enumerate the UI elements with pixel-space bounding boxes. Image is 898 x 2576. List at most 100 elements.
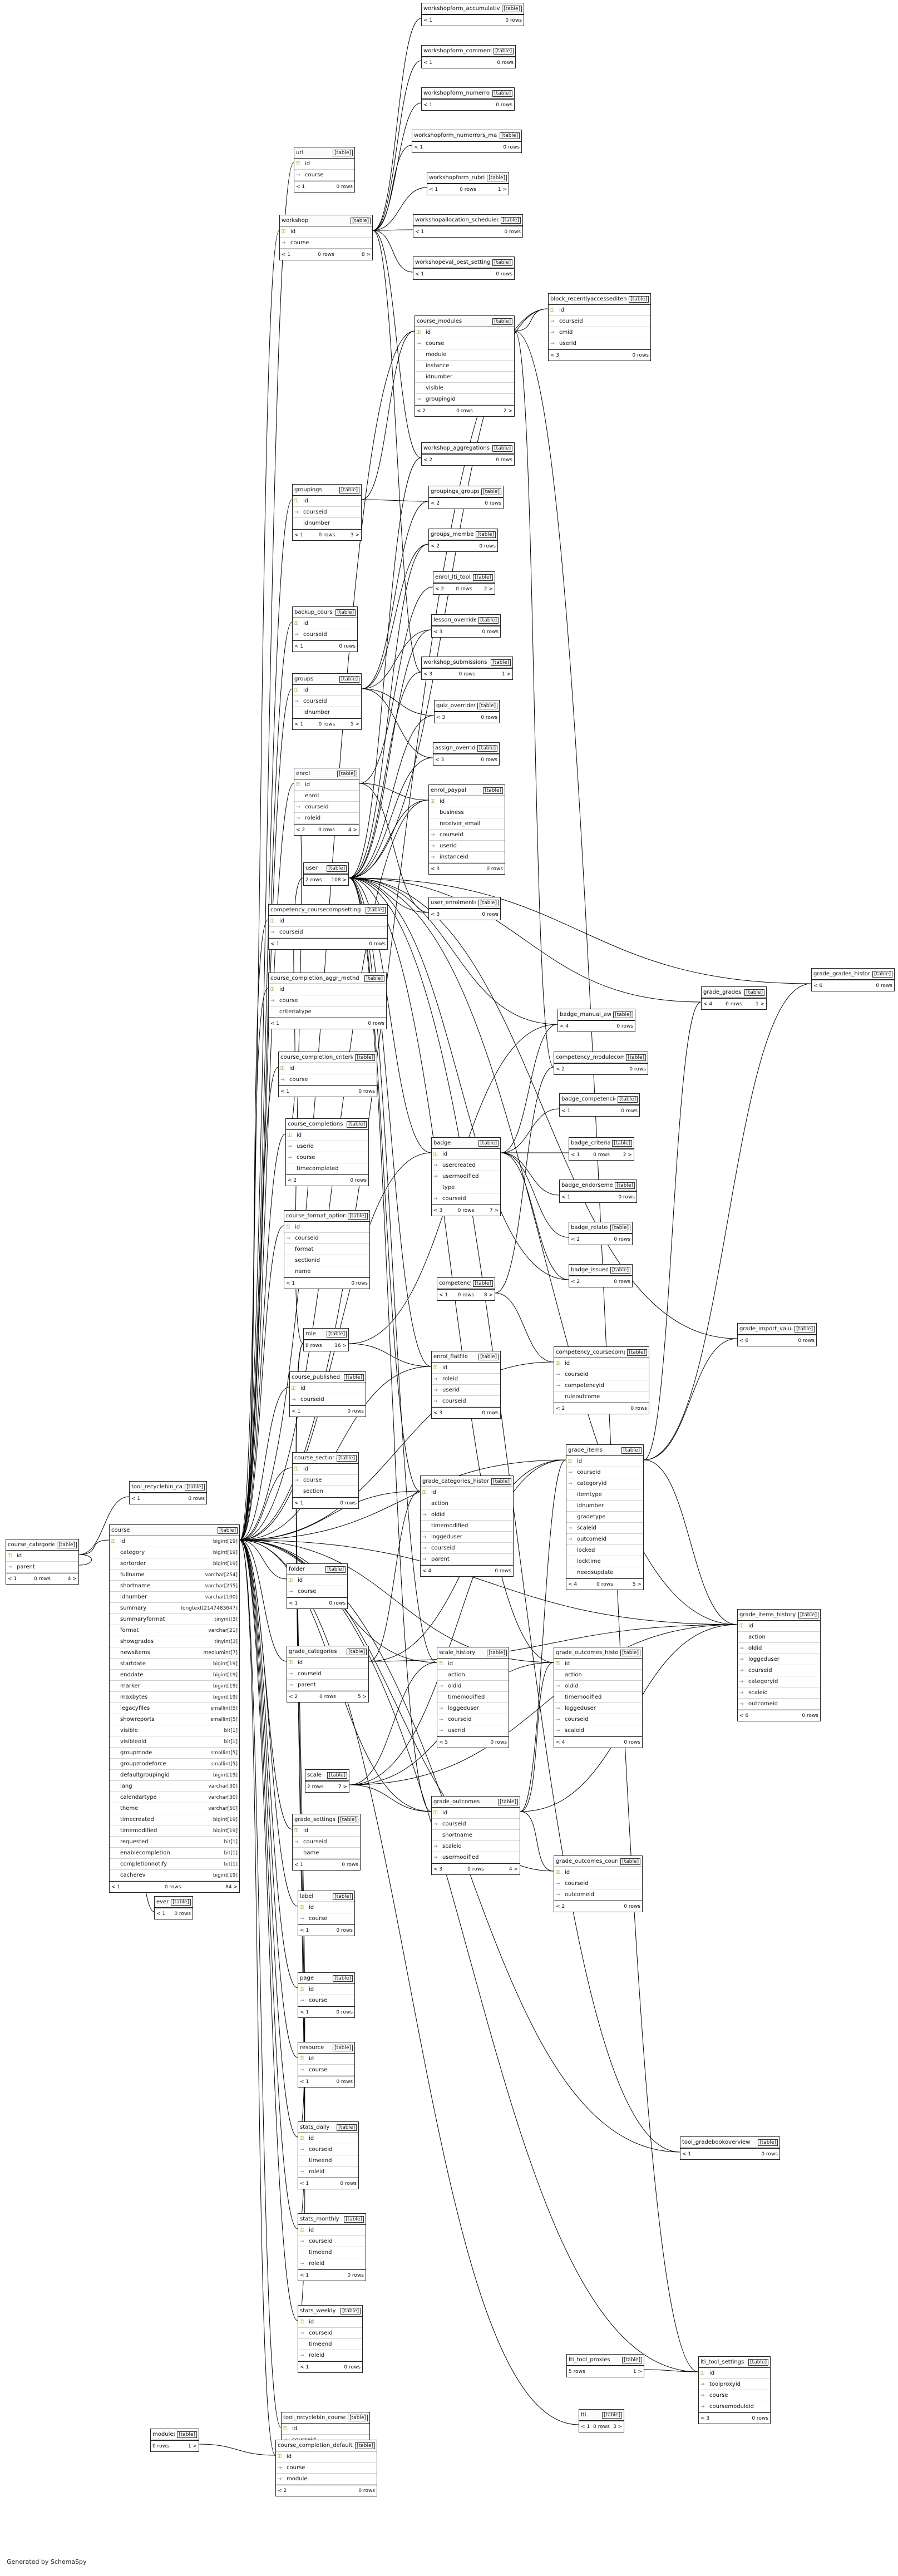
table-name[interactable]: badge_related <box>571 1225 609 1231</box>
parents-count[interactable]: < 1 <box>300 1927 309 1933</box>
row-count[interactable]: 0 rows <box>505 17 522 23</box>
parents-count[interactable]: < 1 <box>270 1020 280 1027</box>
row-count[interactable]: 0 rows <box>34 1576 51 1582</box>
table-name[interactable]: course_sections <box>294 1455 335 1461</box>
row-count[interactable]: 0 rows <box>495 1568 511 1574</box>
column-row[interactable]: →course <box>298 2065 354 2076</box>
column-row[interactable]: timemodified <box>554 1692 642 1703</box>
parents-count[interactable]: < 1 <box>423 60 433 66</box>
column-row[interactable]: →userid <box>549 338 650 349</box>
column-row[interactable]: ⚿id <box>282 2424 369 2435</box>
column-row[interactable]: →usermodified <box>432 1852 520 1863</box>
column-row[interactable]: ⚿id <box>280 226 372 238</box>
column-row[interactable]: →roleid <box>298 2167 358 2178</box>
column-row[interactable]: →courseid <box>554 1878 642 1889</box>
column-row[interactable]: ⚿id <box>432 1363 500 1374</box>
parents-count[interactable]: < 2 <box>417 408 426 414</box>
table-name[interactable]: course_completion_aggr_methd <box>270 975 359 981</box>
row-count[interactable]: 0 rows <box>336 184 353 190</box>
parents-count[interactable]: < 1 <box>280 1088 290 1094</box>
column-row[interactable]: →courseid <box>294 802 359 813</box>
row-count[interactable]: 0 rows <box>188 1496 205 1502</box>
parents-count[interactable]: < 1 <box>8 1576 17 1582</box>
column-row[interactable]: →courseid <box>421 1543 513 1554</box>
column-row[interactable]: →userid <box>286 1141 368 1152</box>
table-name[interactable]: course_modules <box>417 318 462 324</box>
row-count[interactable]: 0 rows <box>336 1927 353 1933</box>
table-name[interactable]: resource <box>300 2045 324 2051</box>
table-name[interactable]: groups_members <box>431 531 474 537</box>
children-count[interactable]: 1 > <box>755 1001 764 1007</box>
column-row[interactable]: section <box>293 1486 358 1497</box>
parents-count[interactable]: < 1 <box>300 2364 309 2370</box>
row-count[interactable]: 0 rows <box>798 1338 815 1344</box>
column-row[interactable]: →course <box>276 2463 377 2474</box>
column-row[interactable]: →courseid <box>432 1396 500 1407</box>
column-row[interactable]: →outcomeid <box>566 1534 643 1545</box>
column-row[interactable]: →courseid <box>284 1233 369 1244</box>
parents-count[interactable]: < 1 <box>429 186 438 193</box>
column-row[interactable]: timeend <box>298 2155 358 2167</box>
row-count[interactable]: 0 rows <box>632 352 649 358</box>
parents-count[interactable]: < 1 <box>300 2180 309 2187</box>
row-count[interactable]: 0 rows <box>496 271 512 277</box>
parents-count[interactable]: < 1 <box>300 2079 309 2085</box>
row-count[interactable]: 0 rows <box>457 1292 475 1298</box>
column-row[interactable]: →oldid <box>421 1509 513 1521</box>
children-count[interactable]: 1 > <box>497 186 507 193</box>
table-name[interactable]: folder <box>289 1566 305 1572</box>
column-row[interactable]: ⚿id <box>566 1456 643 1467</box>
parents-count[interactable]: < 6 <box>813 983 823 989</box>
row-count[interactable]: 0 rows <box>340 1500 357 1506</box>
column-row[interactable]: →loggeduser <box>738 1654 820 1665</box>
column-row[interactable]: gradetype <box>566 1512 643 1523</box>
parents-count[interactable]: < 2 <box>431 500 440 506</box>
parents-count[interactable]: < 4 <box>422 1568 432 1574</box>
table-enrol-flatfile[interactable]: enrol_flatfile[table]⚿id→roleid→userid→c… <box>431 1351 501 1419</box>
parents-count[interactable]: < 2 <box>289 1694 298 1700</box>
table-name[interactable]: tool_recyclebin_category <box>131 1484 182 1490</box>
table-name[interactable]: grade_items_history <box>739 1612 796 1618</box>
column-row[interactable]: ⚿id <box>298 1902 354 1913</box>
table-name[interactable]: enrol_paypal <box>431 787 466 793</box>
table-name[interactable]: block_recentlyaccesseditems <box>550 296 627 302</box>
row-count[interactable]: 1 > <box>188 2443 197 2449</box>
parents-count[interactable]: < 6 <box>739 1713 749 1719</box>
column-row[interactable]: →loggeduser <box>554 1703 642 1714</box>
column-row[interactable]: →courseid <box>298 2236 366 2247</box>
parents-count[interactable]: < 4 <box>568 1581 578 1587</box>
row-count[interactable]: 0 rows <box>624 1903 640 1909</box>
row-count[interactable]: 0 rows <box>618 1194 635 1200</box>
table-badge-manual-award[interactable]: badge_manual_award[table]< 40 rows <box>557 1009 635 1032</box>
column-row[interactable]: ⚿id <box>554 1659 642 1670</box>
table-name[interactable]: course_categories <box>8 1542 55 1548</box>
parents-count[interactable]: < 1 <box>294 532 304 538</box>
parents-count[interactable]: < 1 <box>294 721 304 727</box>
row-count[interactable]: 0 rows <box>347 1408 364 1414</box>
column-row[interactable]: idnumber <box>566 1501 643 1512</box>
table-name[interactable]: enrol <box>296 771 310 777</box>
row-count[interactable]: 0 rows <box>752 2415 768 2421</box>
parents-count[interactable]: < 1 <box>294 1500 304 1506</box>
column-row[interactable]: ⚿id <box>269 984 386 995</box>
table-name[interactable]: scale_history <box>439 1650 476 1656</box>
column-row[interactable]: ⚿id <box>699 2368 770 2379</box>
children-count[interactable]: 4 > <box>509 1866 518 1872</box>
children-count[interactable]: 5 > <box>357 1694 367 1700</box>
